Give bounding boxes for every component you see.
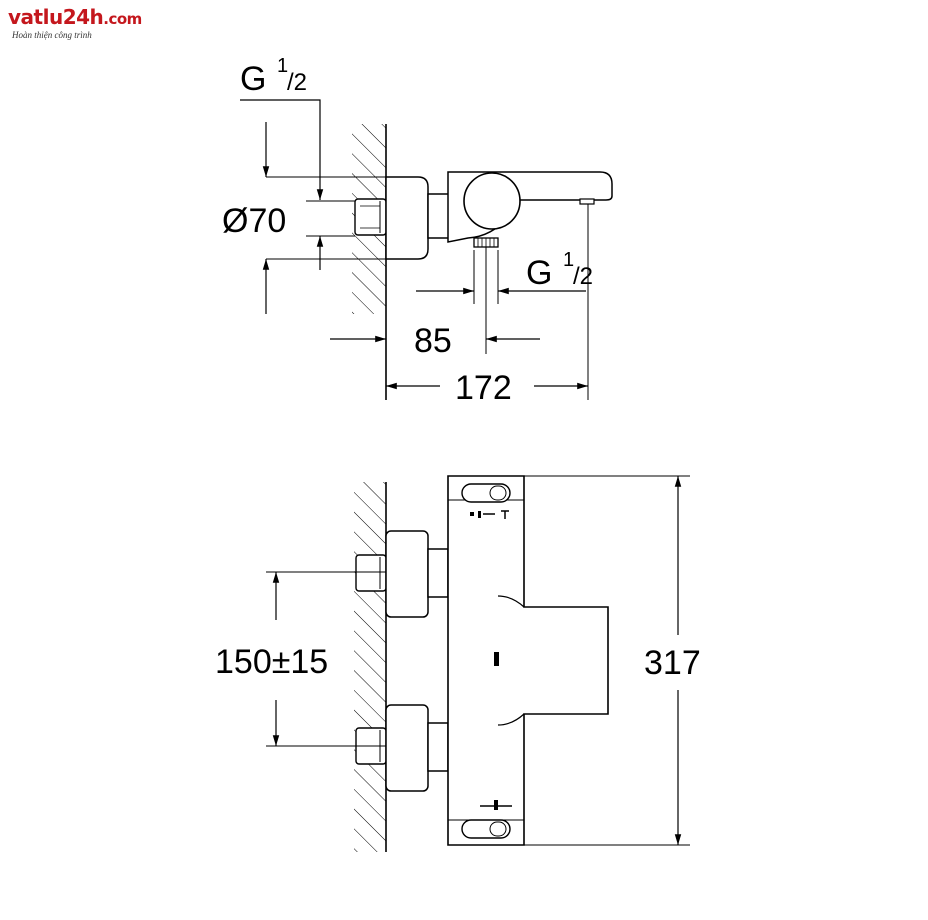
spout-thread-numerator: 1 bbox=[563, 249, 574, 271]
upper-nut bbox=[355, 554, 387, 592]
diameter-label: Ø70 bbox=[222, 202, 286, 240]
flow-symbol-icon bbox=[470, 510, 509, 519]
thermostat-body bbox=[447, 475, 609, 846]
temperature-mark-icon bbox=[480, 800, 512, 810]
escutcheon bbox=[385, 176, 429, 260]
dim-150-label: 150±15 bbox=[215, 643, 328, 681]
wall-hatch-bottom bbox=[354, 482, 386, 852]
top-thread-denominator: /2 bbox=[287, 69, 307, 96]
upper-escutcheon bbox=[385, 530, 429, 618]
dim-85-label: 85 bbox=[414, 322, 452, 360]
dim-317-label: 317 bbox=[644, 644, 701, 682]
front-view: 150±15 317 bbox=[215, 475, 701, 852]
lower-neck bbox=[427, 722, 449, 772]
top-thread-numerator: 1 bbox=[277, 55, 288, 77]
body-neck bbox=[427, 193, 451, 239]
brand-logo: vatlu24h.com Hoàn thiện công trình bbox=[8, 6, 142, 40]
knob-circle bbox=[463, 172, 521, 230]
brand-slogan: Hoàn thiện công trình bbox=[12, 30, 92, 40]
side-view: G 1 /2 Ø70 G 1 /2 85 172 bbox=[222, 55, 613, 407]
aerator bbox=[579, 198, 595, 205]
top-thread-leader bbox=[240, 99, 324, 200]
lower-escutcheon bbox=[385, 704, 429, 792]
connection-nut bbox=[354, 198, 387, 236]
spout-thread-label: G bbox=[526, 254, 552, 292]
upper-neck bbox=[427, 548, 449, 598]
brand-name: vatlu24h.com bbox=[8, 5, 142, 29]
top-thread-label: G bbox=[240, 60, 266, 98]
indicator-mark bbox=[494, 652, 499, 666]
spout-thread-denominator: /2 bbox=[573, 263, 593, 290]
dim-172-label: 172 bbox=[455, 369, 512, 407]
